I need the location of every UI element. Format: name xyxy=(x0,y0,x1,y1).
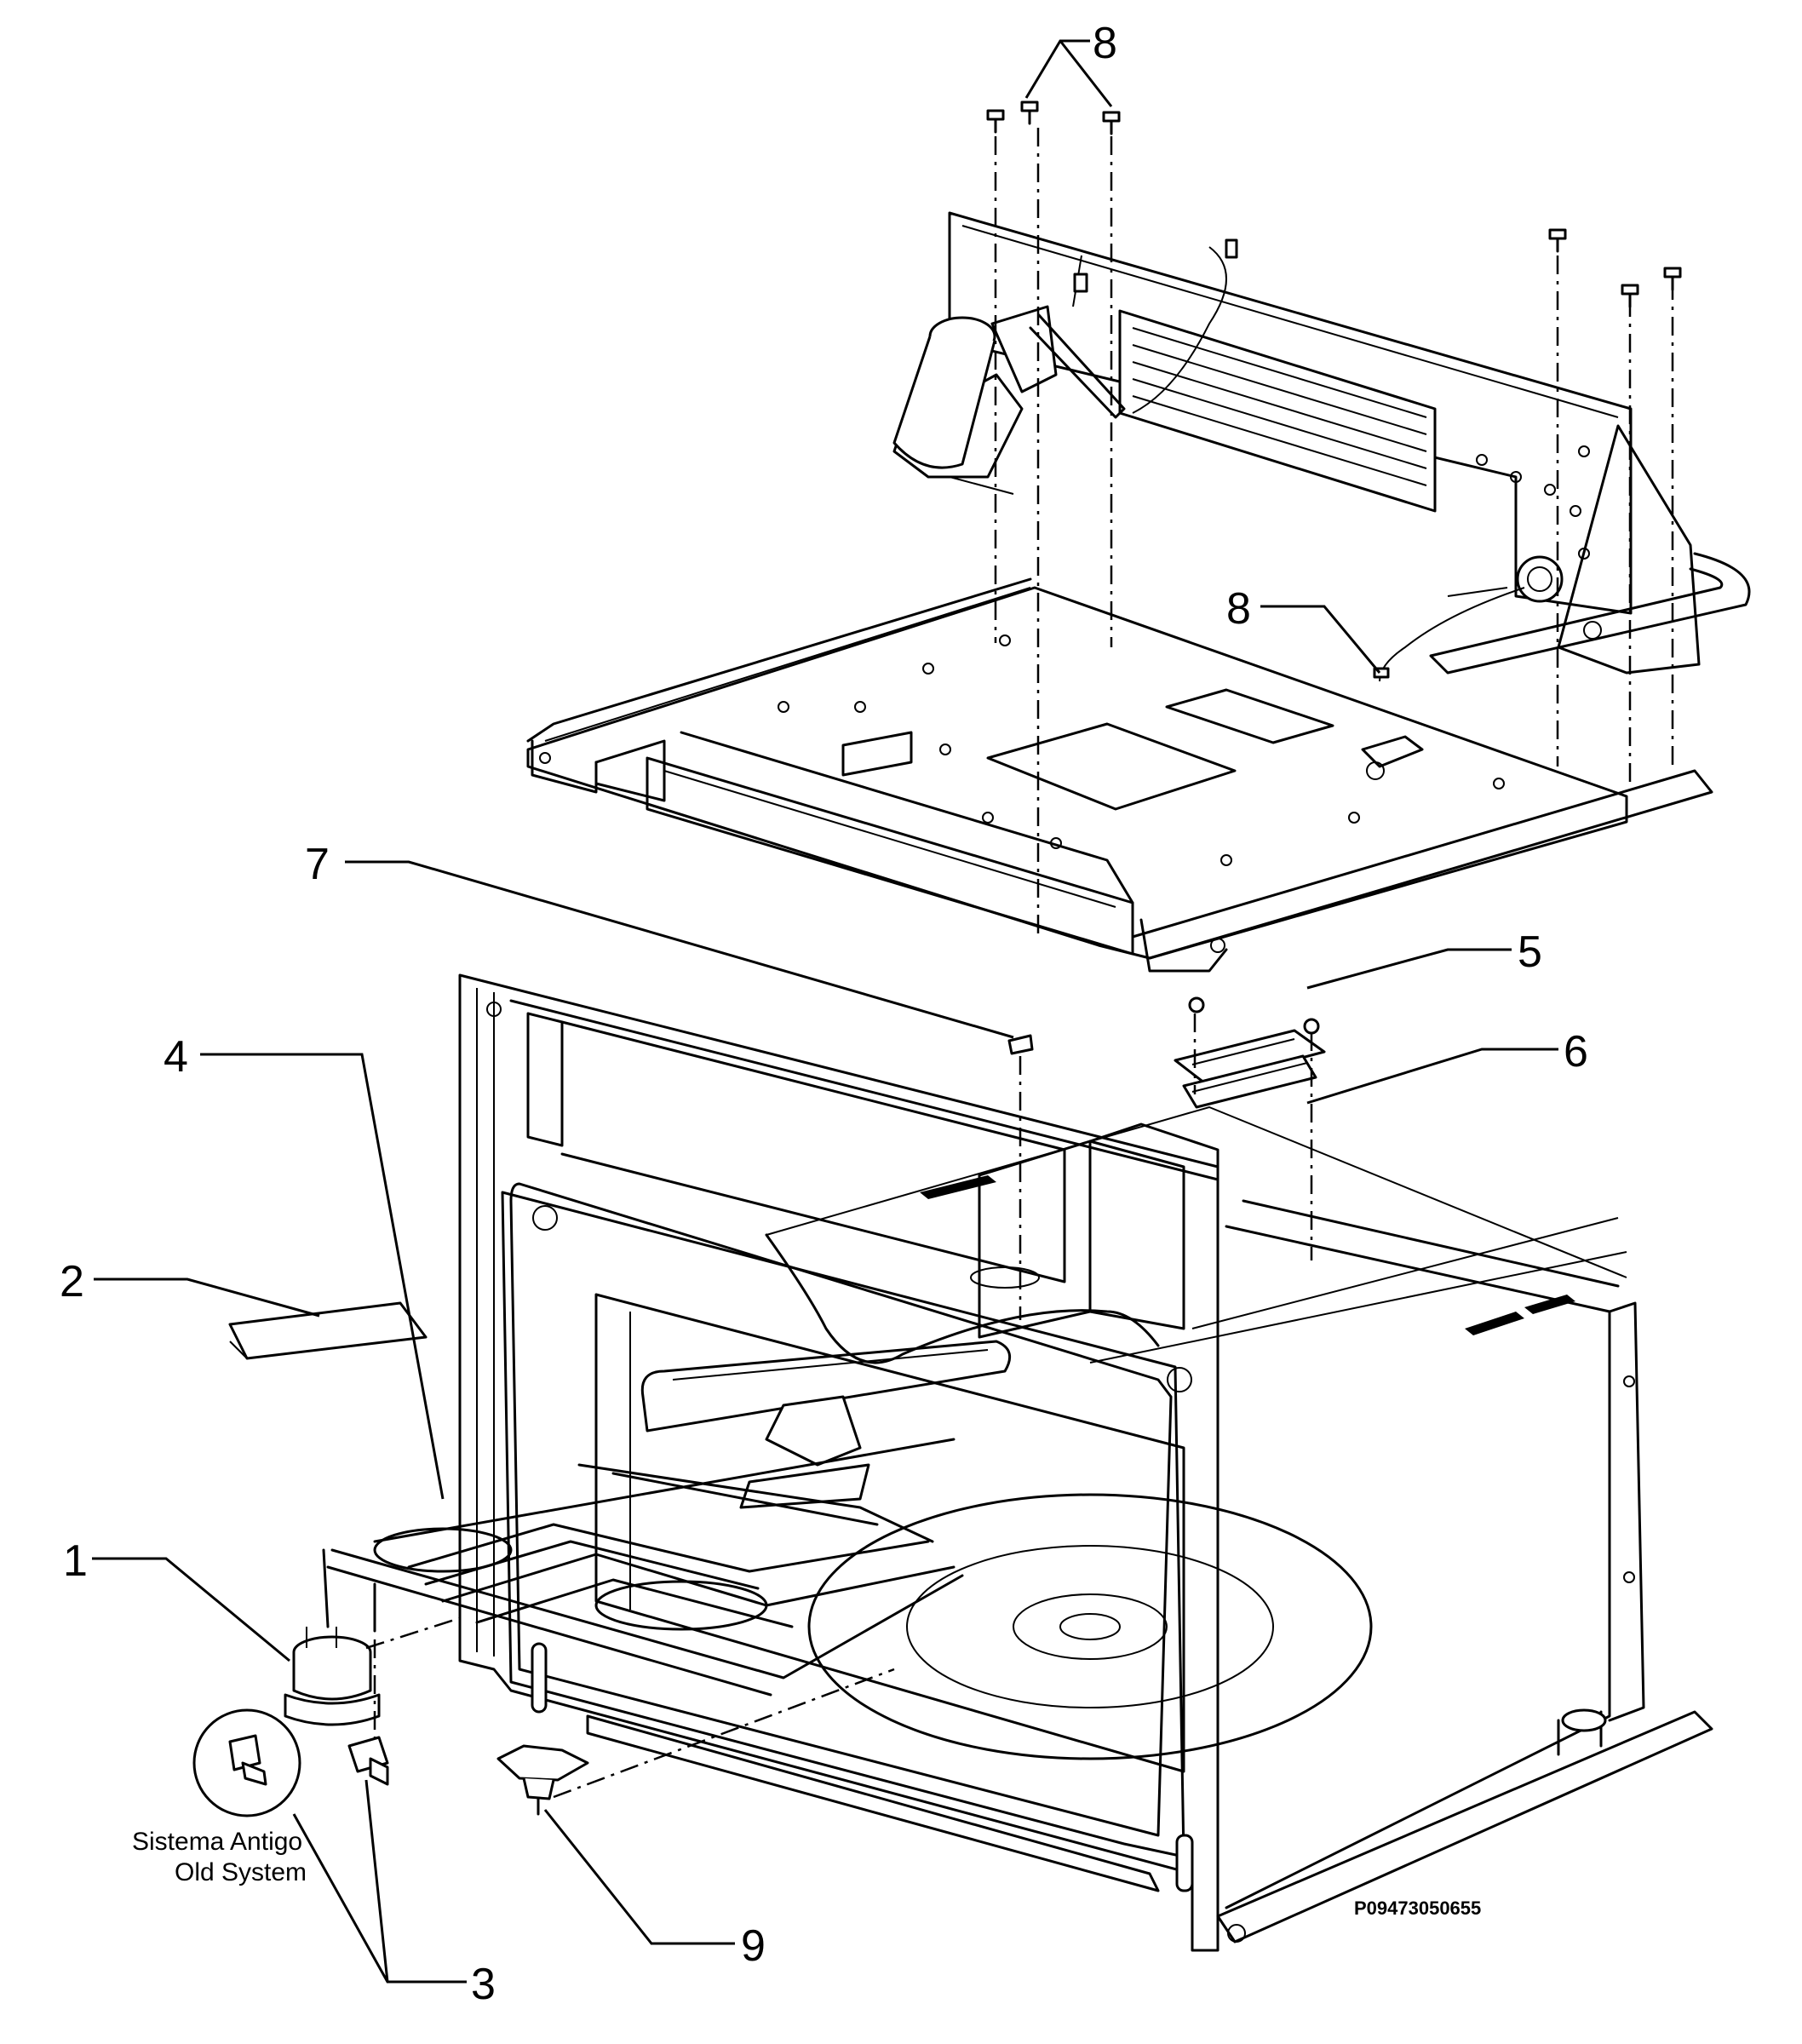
callout-1: 1 xyxy=(63,1536,88,1586)
clip-part-7 xyxy=(1007,1034,1034,1055)
inset-caption-line1: Sistema Antigo xyxy=(132,1828,302,1856)
rear-panel-assembly xyxy=(948,211,1751,682)
callout-9: 9 xyxy=(741,1921,766,1971)
assembly-lines-lower xyxy=(365,1013,1313,1799)
callout-7: 7 xyxy=(305,840,330,889)
grill-heater-part-4 xyxy=(322,1438,964,1697)
top-base-plate xyxy=(526,577,1713,973)
leader-lines xyxy=(92,39,1558,1984)
assembly-lines-upper xyxy=(994,128,1674,937)
callout-3: 3 xyxy=(471,1960,496,2009)
capacitor xyxy=(892,238,1238,479)
inset-caption-line2: Old System xyxy=(175,1858,307,1886)
callout-labels: 8 8 7 5 6 4 2 1 3 9 xyxy=(60,19,1588,2009)
drawing-code: P09473050655 xyxy=(1354,1898,1481,1919)
old-system-inset xyxy=(192,1708,301,1817)
callout-6: 6 xyxy=(1564,1027,1588,1077)
connector-part-1 xyxy=(284,1627,381,1726)
callout-4: 4 xyxy=(164,1032,188,1082)
clip-part-3 xyxy=(347,1736,389,1786)
callout-8-top: 8 xyxy=(1093,19,1117,68)
mica-strip-part-6 xyxy=(1182,1054,1317,1109)
callout-2: 2 xyxy=(60,1257,84,1306)
callout-5: 5 xyxy=(1518,927,1542,977)
top-screws xyxy=(986,100,1682,679)
callout-8-mid: 8 xyxy=(1226,584,1251,634)
knob-part-9 xyxy=(496,1744,589,1816)
oven-cavity xyxy=(458,973,1713,1952)
flat-plate-part-2 xyxy=(228,1301,428,1360)
